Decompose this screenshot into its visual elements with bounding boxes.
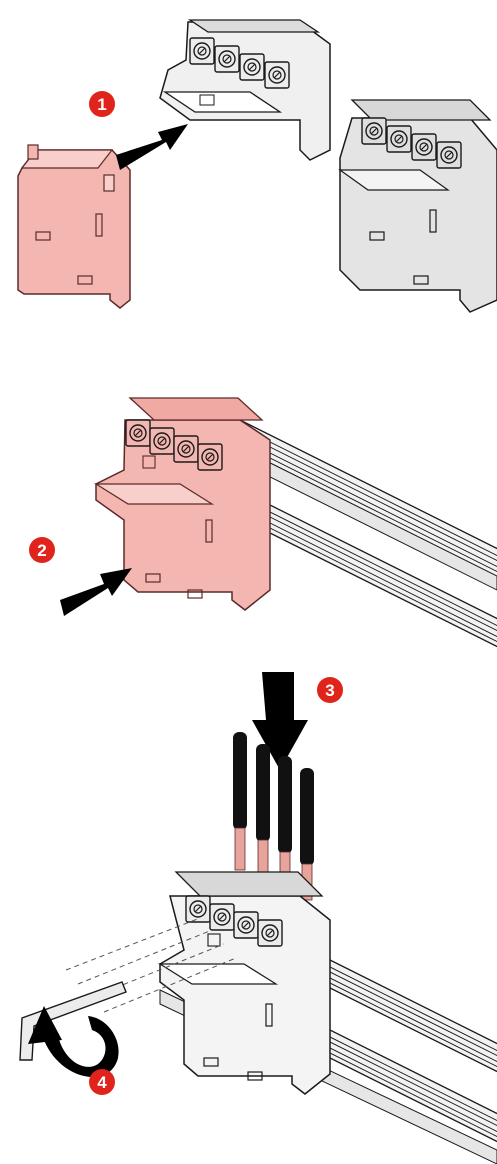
assembled-unit-part xyxy=(338,99,497,313)
step-2-badge: 2 xyxy=(29,537,55,563)
push-arrow-icon xyxy=(116,124,188,170)
step-4-badge: 4 xyxy=(89,1069,115,1095)
step-1-group: 1 xyxy=(17,19,497,313)
wire-3 xyxy=(278,756,292,891)
step-1-number: 1 xyxy=(97,95,106,114)
step-3-number: 3 xyxy=(325,681,334,700)
step-4-number: 4 xyxy=(97,1073,107,1092)
mounted-adapter-part xyxy=(93,397,271,611)
step-2-number: 2 xyxy=(37,541,46,560)
guide-lines xyxy=(65,917,237,1013)
wire-2 xyxy=(256,744,270,881)
push-arrow-icon xyxy=(60,568,132,616)
step-3-4-group: 3 xyxy=(19,672,497,1164)
rotate-arrow-icon xyxy=(28,1006,119,1078)
adapter-module-part xyxy=(17,144,131,309)
terminal-block-part xyxy=(159,19,331,161)
step-1-badge: 1 xyxy=(89,91,115,117)
wires-group xyxy=(233,732,314,901)
wire-1 xyxy=(233,732,247,871)
push-arrow-icon xyxy=(252,672,308,770)
hex-key-icon xyxy=(19,981,127,1061)
step-2-group: 2 xyxy=(29,397,497,649)
step-3-badge: 3 xyxy=(317,677,343,703)
assembled-unit-part xyxy=(157,871,331,1095)
